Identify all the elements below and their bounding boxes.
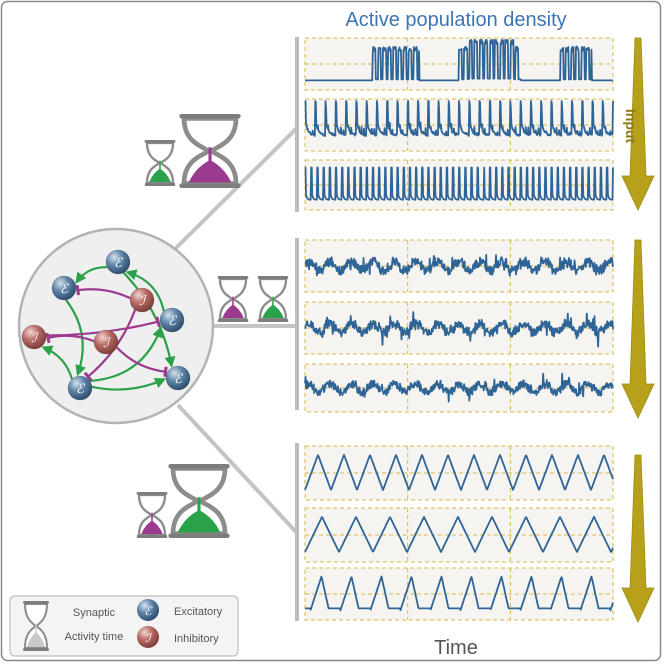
excitatory-node: ℰ [67,375,93,401]
svg-text:ℐ: ℐ [103,335,111,350]
inhibitory-edge-terminal [45,332,51,344]
legend-inhibitory-node [137,626,159,648]
x-axis-label: Time [434,637,478,659]
svg-text:ℐ: ℐ [31,330,39,345]
legend: Synaptic Activity time ℰ Excitatory ℐ In… [9,595,239,657]
inhibitory-edge [115,346,166,373]
excitatory-node: ℰ [165,365,191,391]
legend-box [9,595,239,657]
population-trace [304,311,614,348]
trace-panel [304,445,614,501]
trace-panel [304,239,614,293]
svg-text:ℰ: ℰ [60,281,69,296]
excitatory-edge [75,266,108,284]
excitatory-edge [89,326,163,382]
trace-panel [304,98,614,152]
legend-excitatory-symbol: ℰ [144,604,153,618]
input-label: Input [623,109,639,144]
connector-lines [170,126,299,535]
excitatory-edge [41,345,74,380]
population-trace [304,515,614,553]
hourglass-excitatory-icon [144,140,176,186]
legend-hourglass-icon [23,601,49,651]
inhibitory-edge-terminal [83,371,93,382]
inhibitory-node: ℐ [129,287,155,313]
legend-excitatory-node [137,599,159,621]
legend-inhibitory-symbol: ℐ [145,631,153,645]
population-trace [304,100,614,137]
inhibitory-edge [77,288,131,300]
population-trace [304,372,614,403]
trace-panel [304,159,614,211]
svg-text:ℰ: ℰ [76,381,85,396]
excitatory-edge [125,269,165,312]
trace-panel [304,301,614,355]
trace-panel [304,507,614,563]
population-trace [304,39,614,82]
inhibitory-edge-terminal [163,366,168,377]
hourglass-excitatory-icon [168,464,230,538]
inhibitory-edge [47,334,95,343]
population-trace [304,575,614,612]
excitatory-edge [65,299,86,377]
hourglass-inhibitory-icon [217,276,249,322]
excitatory-edge [91,377,167,391]
legend-excitatory-label: Excitatory [174,606,223,618]
trace-panel [304,567,614,621]
network-diagram: ℰ ℰ ℐ ℰ ℐ ℐ ℰ ℰ [17,227,215,425]
input-arrows [621,37,655,623]
inhibitory-node: ℐ [93,329,119,355]
input-arrow [621,239,655,419]
excitatory-node: ℰ [105,249,131,275]
hourglass-inhibitory-icon [179,114,241,188]
excitatory-node: ℰ [159,307,185,333]
hourglass-excitatory-icon [257,276,289,322]
group-bars [295,37,299,621]
input-arrow [621,37,655,211]
svg-text:ℰ: ℰ [174,371,183,386]
input-arrow [621,454,655,623]
population-trace [304,454,614,491]
legend-activity-label: Activity time [65,631,124,643]
legend-synaptic-label: Synaptic [73,607,116,619]
trace-panel [304,363,614,413]
network-edges [41,266,176,391]
population-trace [304,166,614,201]
excitatory-edge [122,271,176,368]
network-nodes: ℰ ℰ ℐ ℰ ℐ ℐ ℰ ℰ [21,249,191,401]
svg-text:ℰ: ℰ [114,255,123,270]
trace-panels [304,37,614,621]
inhibitory-node: ℐ [21,324,47,350]
inhibitory-edge-terminal [75,284,81,296]
svg-text:ℰ: ℰ [168,313,177,328]
page-title: Active population density [345,9,566,31]
svg-text:ℐ: ℐ [139,293,147,308]
legend-inhibitory-label: Inhibitory [174,633,219,645]
legend-hourglass-icon [23,601,49,651]
excitatory-node: ℰ [51,275,77,301]
trace-panel [304,37,614,91]
hourglass-icons [136,114,289,538]
inhibitory-edge-terminal [155,316,161,327]
hourglass-inhibitory-icon [136,492,168,538]
population-trace [304,254,614,277]
